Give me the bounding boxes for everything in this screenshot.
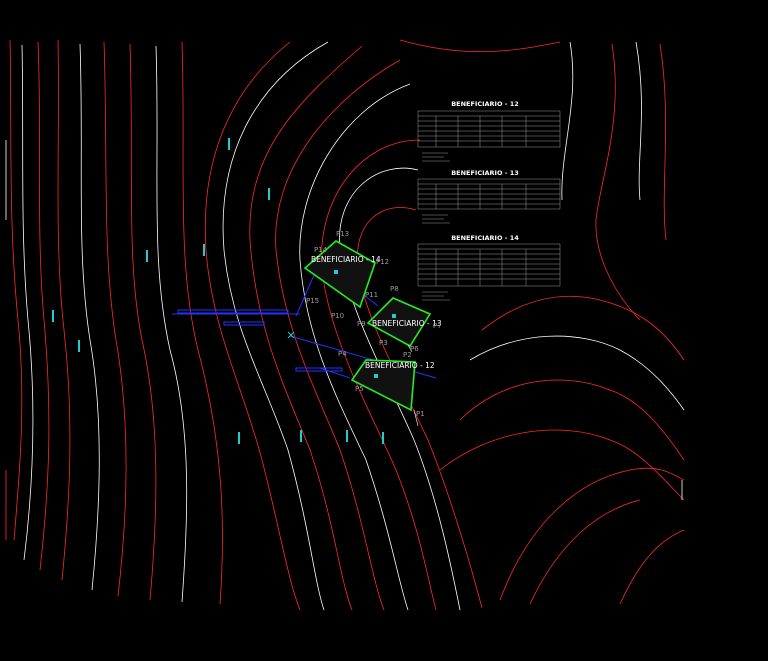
svg-text:BENEFICIARIO - 12: BENEFICIARIO - 12	[451, 100, 519, 108]
point-label: P1	[416, 410, 425, 418]
data-table-12: BENEFICIARIO - 12	[417, 100, 561, 162]
data-table-14: BENEFICIARIO - 14	[417, 234, 561, 301]
point-label: P4	[338, 350, 347, 358]
point-label: P11	[365, 291, 378, 299]
point-label: P12	[376, 258, 389, 266]
data-table-13: BENEFICIARIO - 13	[417, 169, 561, 224]
parcel-title-13: BENEFICIARIO - 13	[372, 319, 442, 328]
point-label: P13	[336, 230, 349, 238]
contour-lines	[5, 39, 685, 611]
point-label: P9	[357, 320, 366, 328]
point-label: P10	[331, 312, 344, 320]
parcel-title-14: BENEFICIARIO - 14	[311, 255, 381, 264]
contour-labels	[52, 138, 384, 444]
parcel-beneficiario-12	[350, 359, 416, 412]
point-label: P6	[410, 345, 419, 353]
parcel-beneficiario-13	[366, 297, 432, 348]
connector-lines	[407, 344, 419, 427]
survey-marker	[287, 331, 295, 339]
point-label: P15	[306, 297, 319, 305]
point-label: P5	[355, 385, 364, 393]
svg-text:BENEFICIARIO - 13: BENEFICIARIO - 13	[451, 169, 519, 177]
svg-text:BENEFICIARIO - 14: BENEFICIARIO - 14	[451, 234, 519, 242]
point-label: P2	[403, 351, 412, 359]
parcel-title-12: BENEFICIARIO - 12	[365, 361, 435, 370]
point-label: P7	[433, 322, 442, 330]
point-label: P8	[390, 285, 399, 293]
parcel-beneficiario-14	[303, 240, 376, 309]
point-label: P14	[314, 246, 328, 254]
point-label: P3	[379, 339, 388, 347]
